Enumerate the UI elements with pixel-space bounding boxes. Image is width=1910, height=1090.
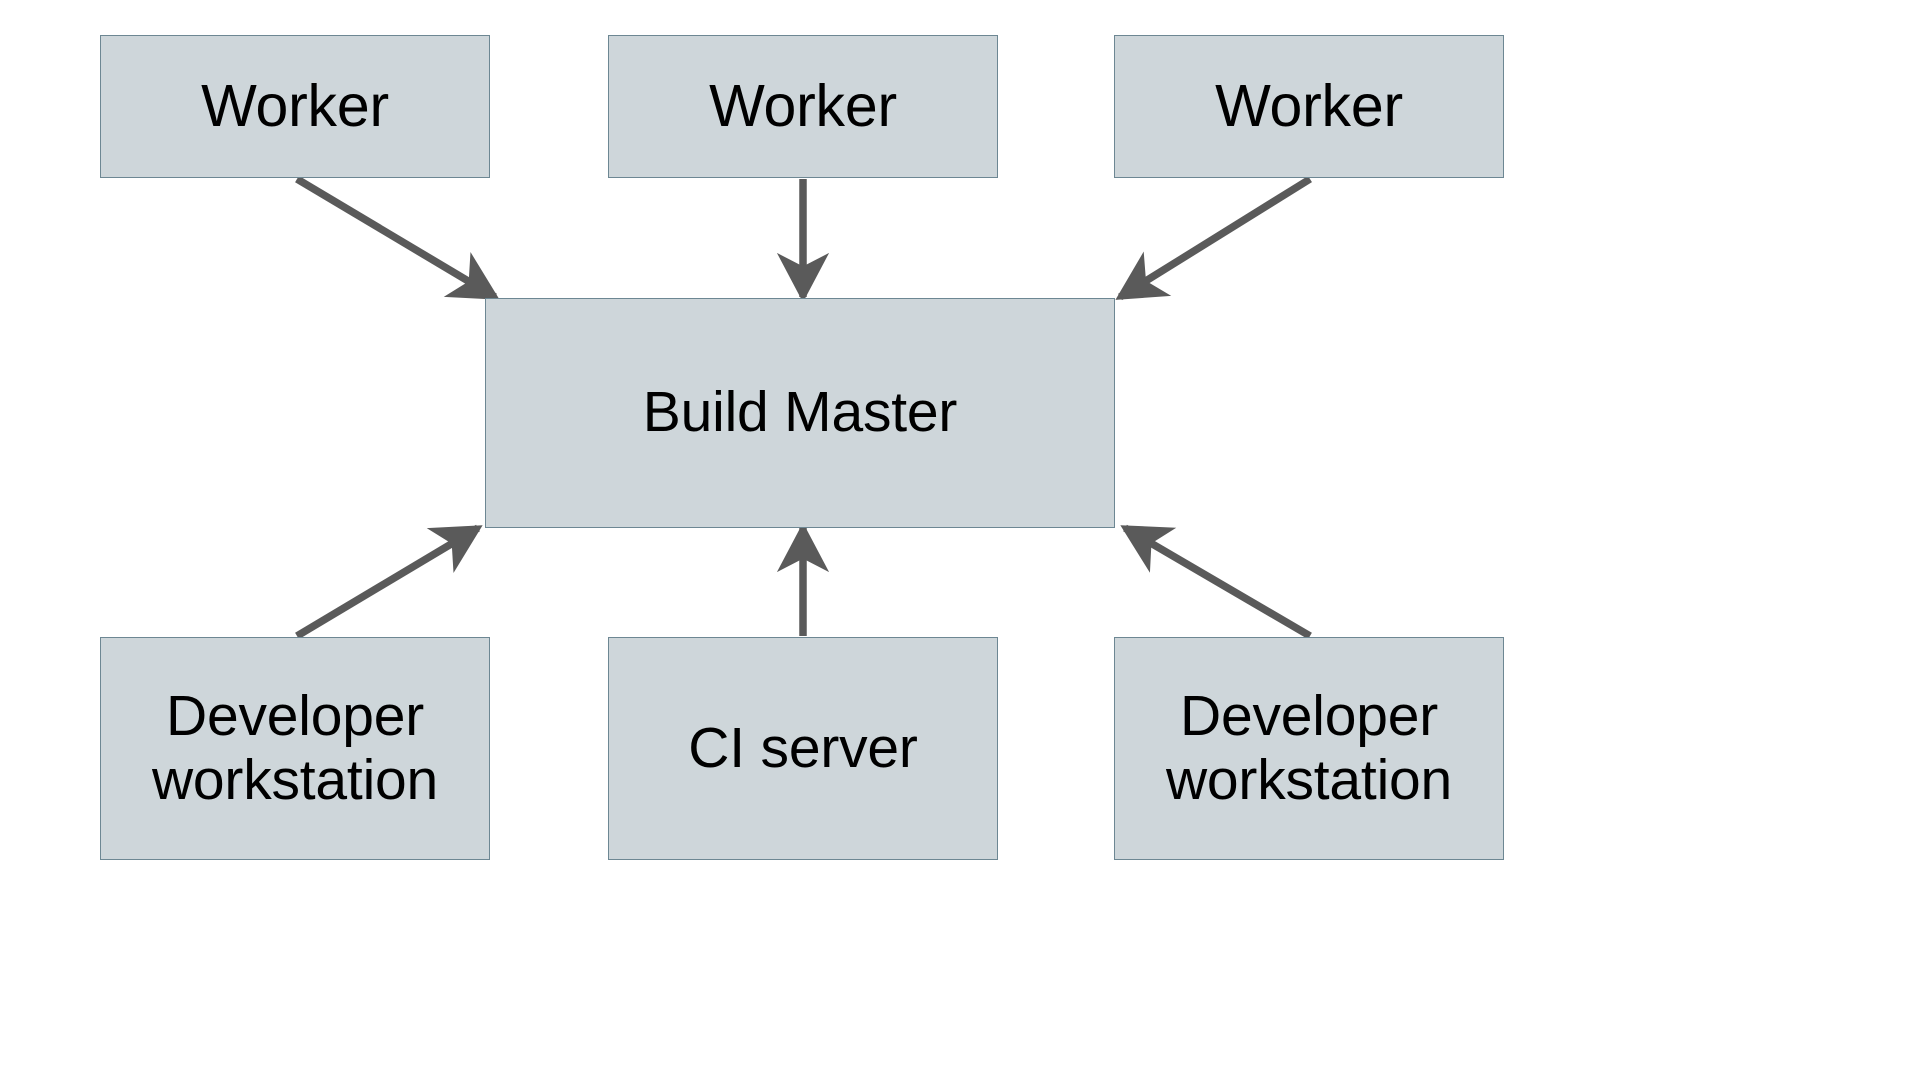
- node-build-master-label: Build Master: [642, 380, 958, 445]
- node-developer-workstation-left[interactable]: Developer workstation: [100, 637, 490, 860]
- node-ci-server[interactable]: CI server: [608, 637, 998, 860]
- node-worker-2[interactable]: Worker: [608, 35, 998, 178]
- node-build-master[interactable]: Build Master: [485, 298, 1115, 528]
- node-developer-workstation-right-label: Developer workstation: [1165, 683, 1453, 812]
- edge-worker1-to-master: [295, 175, 500, 301]
- edge-devleft-to-master: [295, 524, 483, 640]
- edge-worker3-to-master: [1115, 175, 1312, 301]
- node-developer-workstation-left-label: Developer workstation: [151, 683, 439, 812]
- node-worker-3[interactable]: Worker: [1114, 35, 1504, 178]
- edge-devright-to-master: [1120, 524, 1312, 640]
- node-worker-1[interactable]: Worker: [100, 35, 490, 178]
- node-developer-workstation-right[interactable]: Developer workstation: [1114, 637, 1504, 860]
- node-worker-1-label: Worker: [201, 73, 389, 140]
- node-ci-server-label: CI server: [688, 715, 918, 780]
- node-worker-3-label: Worker: [1215, 73, 1403, 140]
- node-worker-2-label: Worker: [709, 73, 897, 140]
